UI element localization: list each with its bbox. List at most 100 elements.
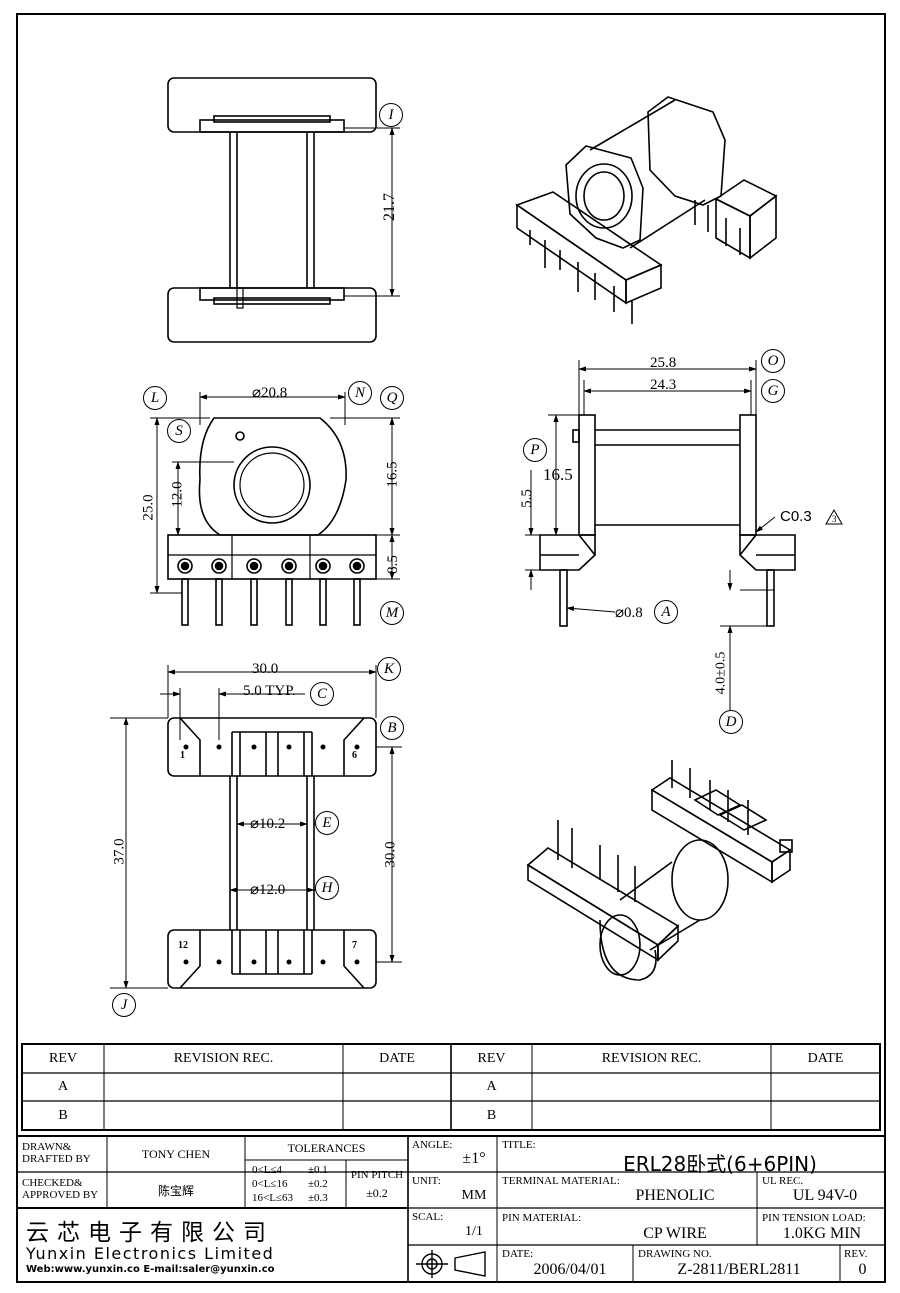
dim-c0-3: C0.3 (780, 508, 812, 525)
balloon-j: J (112, 993, 136, 1017)
pin-label-1: 1 (180, 750, 185, 761)
dim-5-typ: 5.0 TYP. (243, 683, 296, 699)
tol-row-2-value: ±0.2 (308, 1178, 328, 1190)
balloon-p: P (523, 438, 547, 462)
date-label: DATE: (502, 1248, 534, 1260)
dim-16-5b: 16.5 (543, 465, 573, 484)
tolerances-label: TOLERANCES (287, 1140, 366, 1155)
angle-label: ANGLE: (412, 1139, 453, 1151)
front-pins (177, 558, 365, 626)
warning-triangle-icon (825, 508, 843, 525)
bottom-view (167, 717, 377, 989)
terminal-value: PHENOLIC (635, 1187, 715, 1204)
angle-value: ±1° (462, 1150, 486, 1167)
company-name-cn: 云芯电子有限公司 (26, 1220, 274, 1246)
bottom-pins (183, 744, 360, 965)
pin-label-6: 6 (352, 750, 357, 761)
scal-value: 1/1 (465, 1224, 483, 1239)
rev-label: REV. (844, 1248, 868, 1260)
pin-material-label: PIN MATERIAL: (502, 1212, 582, 1224)
balloon-c: C (310, 682, 334, 706)
revision-grid (21, 1043, 881, 1131)
checked-value: 陈宝辉 (157, 1183, 194, 1198)
company-name-en: Yunxin Electronics Limited (26, 1244, 275, 1263)
date-header-2: DATE (807, 1050, 844, 1066)
dim-25-8: 25.8 (650, 355, 677, 371)
projection-symbol-icon (416, 1250, 486, 1278)
pin-material-value: CP WIRE (643, 1225, 707, 1242)
front-view (167, 417, 377, 580)
pin-tension-label: PIN TENSION LOAD: (762, 1212, 866, 1224)
dim-phi-10-2: ⌀10.2 (250, 816, 286, 832)
dim-4-0: 4.0±0.5 (713, 651, 729, 695)
pin-pitch-label: PIN PITCH (350, 1169, 404, 1181)
dim-21-7: 21.7 (381, 193, 398, 221)
revrec-header-1: REVISION REC. (173, 1050, 274, 1066)
balloon-a: A (654, 600, 678, 624)
date-header-1: DATE (379, 1050, 415, 1066)
dim-12-0: 12.0 (169, 481, 186, 508)
pin-pitch-value: ±0.2 (366, 1185, 388, 1200)
revrec-header-2: REVISION REC. (601, 1050, 702, 1066)
balloon-e: E (315, 811, 339, 835)
dim-30-0a: 30.0 (252, 661, 279, 677)
tol-row-1-value: ±0.1 (308, 1164, 328, 1176)
balloon-d: D (719, 710, 743, 734)
pin-tension-value: 1.0KG MIN (782, 1225, 862, 1242)
balloon-n: N (348, 381, 372, 405)
tol-row-2-range: 0<L≤16 (252, 1178, 288, 1190)
unit-value: MM (461, 1188, 487, 1203)
top-view (167, 77, 377, 343)
dim-phi-0-8: ⌀0.8 (615, 605, 643, 621)
dim-25-0: 25.0 (140, 494, 157, 521)
ul-label: UL REC. (762, 1175, 804, 1187)
title-label: TITLE: (502, 1139, 536, 1151)
dim-37-0: 37.0 (111, 838, 128, 865)
drawn-value: TONY CHEN (141, 1146, 211, 1161)
balloon-h: H (315, 876, 339, 900)
ul-value: UL 94V-0 (792, 1187, 858, 1204)
title-grid (16, 1135, 886, 1283)
scal-label: SCAL: (412, 1211, 444, 1223)
iso-view-upper (515, 96, 778, 324)
balloon-l: L (143, 386, 167, 410)
dim-phi-20-8: ⌀20.8 (252, 385, 288, 401)
dim-30-0b: 30.0 (382, 841, 399, 868)
title-value: ERL28卧式(6+6PIN) (623, 1152, 817, 1176)
dim-5-5: 5.5 (518, 489, 535, 508)
balloon-s: S (167, 419, 191, 443)
unit-label: UNIT: (412, 1175, 441, 1187)
dim-16-5a: 16.5 (384, 461, 401, 488)
balloon-b: B (380, 716, 404, 740)
dim-24-3: 24.3 (650, 377, 677, 393)
pin-label-7: 7 (352, 940, 357, 951)
drawn-label: DRAWN& DRAFTED BY (22, 1141, 91, 1165)
drawing-no-label: DRAWING NO. (638, 1248, 712, 1260)
tol-row-3-range: 16<L≤63 (252, 1192, 293, 1204)
date-value: 2006/04/01 (533, 1261, 607, 1278)
rev-row-a-right: A (486, 1079, 497, 1094)
drawing-no-value: Z-2811/BERL2811 (677, 1261, 801, 1278)
company-contact: Web:www.yunxin.co E-mail:saler@yunxin.co (26, 1264, 275, 1275)
balloon-q: Q (380, 386, 404, 410)
balloon-i: I (379, 103, 403, 127)
balloon-g: G (761, 379, 785, 403)
tol-row-3-value: ±0.3 (308, 1192, 328, 1204)
tol-row-1-range: 0<L≤4 (252, 1164, 282, 1176)
rev-header-1: REV (49, 1050, 77, 1066)
dim-8-5: 8.5 (384, 555, 401, 574)
side-view (539, 414, 796, 627)
balloon-k: K (377, 657, 401, 681)
rev-header-2: REV (477, 1050, 506, 1066)
triangle-3: 3 (832, 514, 837, 524)
terminal-label: TERMINAL MATERIAL: (502, 1175, 620, 1187)
rev-row-a-left: A (57, 1079, 69, 1094)
rev-value: 0 (858, 1261, 867, 1278)
balloon-m: M (380, 601, 404, 625)
balloon-o: O (761, 349, 785, 373)
iso-view-lower (526, 760, 793, 981)
rev-row-b-left: B (58, 1107, 68, 1123)
dim-phi-12-0: ⌀12.0 (250, 882, 286, 898)
